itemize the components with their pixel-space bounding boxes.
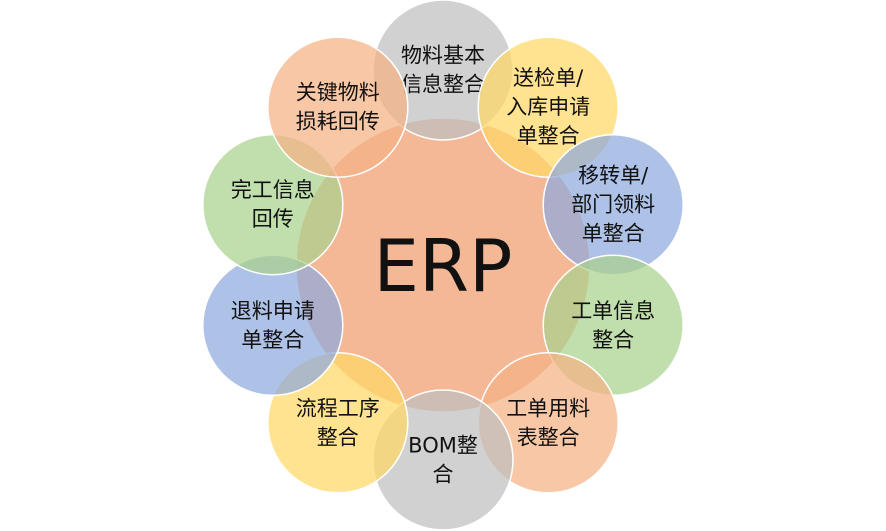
node-label-line: 单整合 bbox=[241, 328, 304, 352]
center-label: ERP bbox=[374, 224, 513, 308]
node-label-line: 移转单/ bbox=[578, 164, 649, 188]
node-label: 退料申请单整合 bbox=[231, 299, 315, 352]
node-label: 完工信息回传 bbox=[231, 178, 315, 231]
node-label-line: 流程工序 bbox=[296, 396, 380, 420]
node-label-line: 损耗回传 bbox=[296, 110, 380, 134]
node-label: 移转单/部门领料单整合 bbox=[571, 164, 655, 246]
node-label-line: 整合 bbox=[592, 328, 634, 352]
node-label-line: 部门领料 bbox=[571, 193, 655, 217]
node-label-line: 完工信息 bbox=[231, 178, 315, 202]
node-label-line: 单整合 bbox=[517, 124, 580, 148]
node-label: 流程工序整合 bbox=[296, 396, 380, 449]
node-label-line: 工单信息 bbox=[571, 299, 655, 323]
node-label-line: 单整合 bbox=[582, 222, 645, 246]
node-label-line: 关键物料 bbox=[296, 81, 380, 105]
node-label-line: 物料基本 bbox=[401, 44, 485, 68]
node-label-line: 信息整合 bbox=[401, 73, 485, 97]
node-label: BOM整合 bbox=[408, 434, 478, 487]
node-3: 移转单/部门领料单整合 bbox=[542, 133, 684, 276]
node-circle bbox=[267, 36, 409, 178]
node-label: 物料基本信息整合 bbox=[401, 44, 485, 97]
node-circle bbox=[202, 254, 344, 397]
node-label: 工单信息整合 bbox=[571, 299, 655, 352]
node-label: 送检单/入库申请单整合 bbox=[506, 66, 590, 148]
node-label-line: 送检单/ bbox=[513, 66, 584, 90]
node-label-line: 工单用料 bbox=[506, 396, 590, 420]
node-label-line: BOM整 bbox=[408, 434, 478, 458]
node-label-line: 合 bbox=[433, 463, 454, 487]
node-label-line: 退料申请 bbox=[231, 299, 315, 323]
node-10: 关键物料损耗回传 bbox=[267, 36, 409, 178]
node-label-line: 整合 bbox=[317, 425, 359, 449]
node-label-line: 入库申请 bbox=[506, 95, 590, 119]
node-label: 关键物料损耗回传 bbox=[296, 81, 380, 134]
node-label-line: 回传 bbox=[252, 207, 294, 231]
node-label: 工单用料表整合 bbox=[506, 396, 590, 449]
node-label-line: 表整合 bbox=[517, 425, 580, 449]
node-8: 退料申请单整合 bbox=[202, 254, 344, 397]
